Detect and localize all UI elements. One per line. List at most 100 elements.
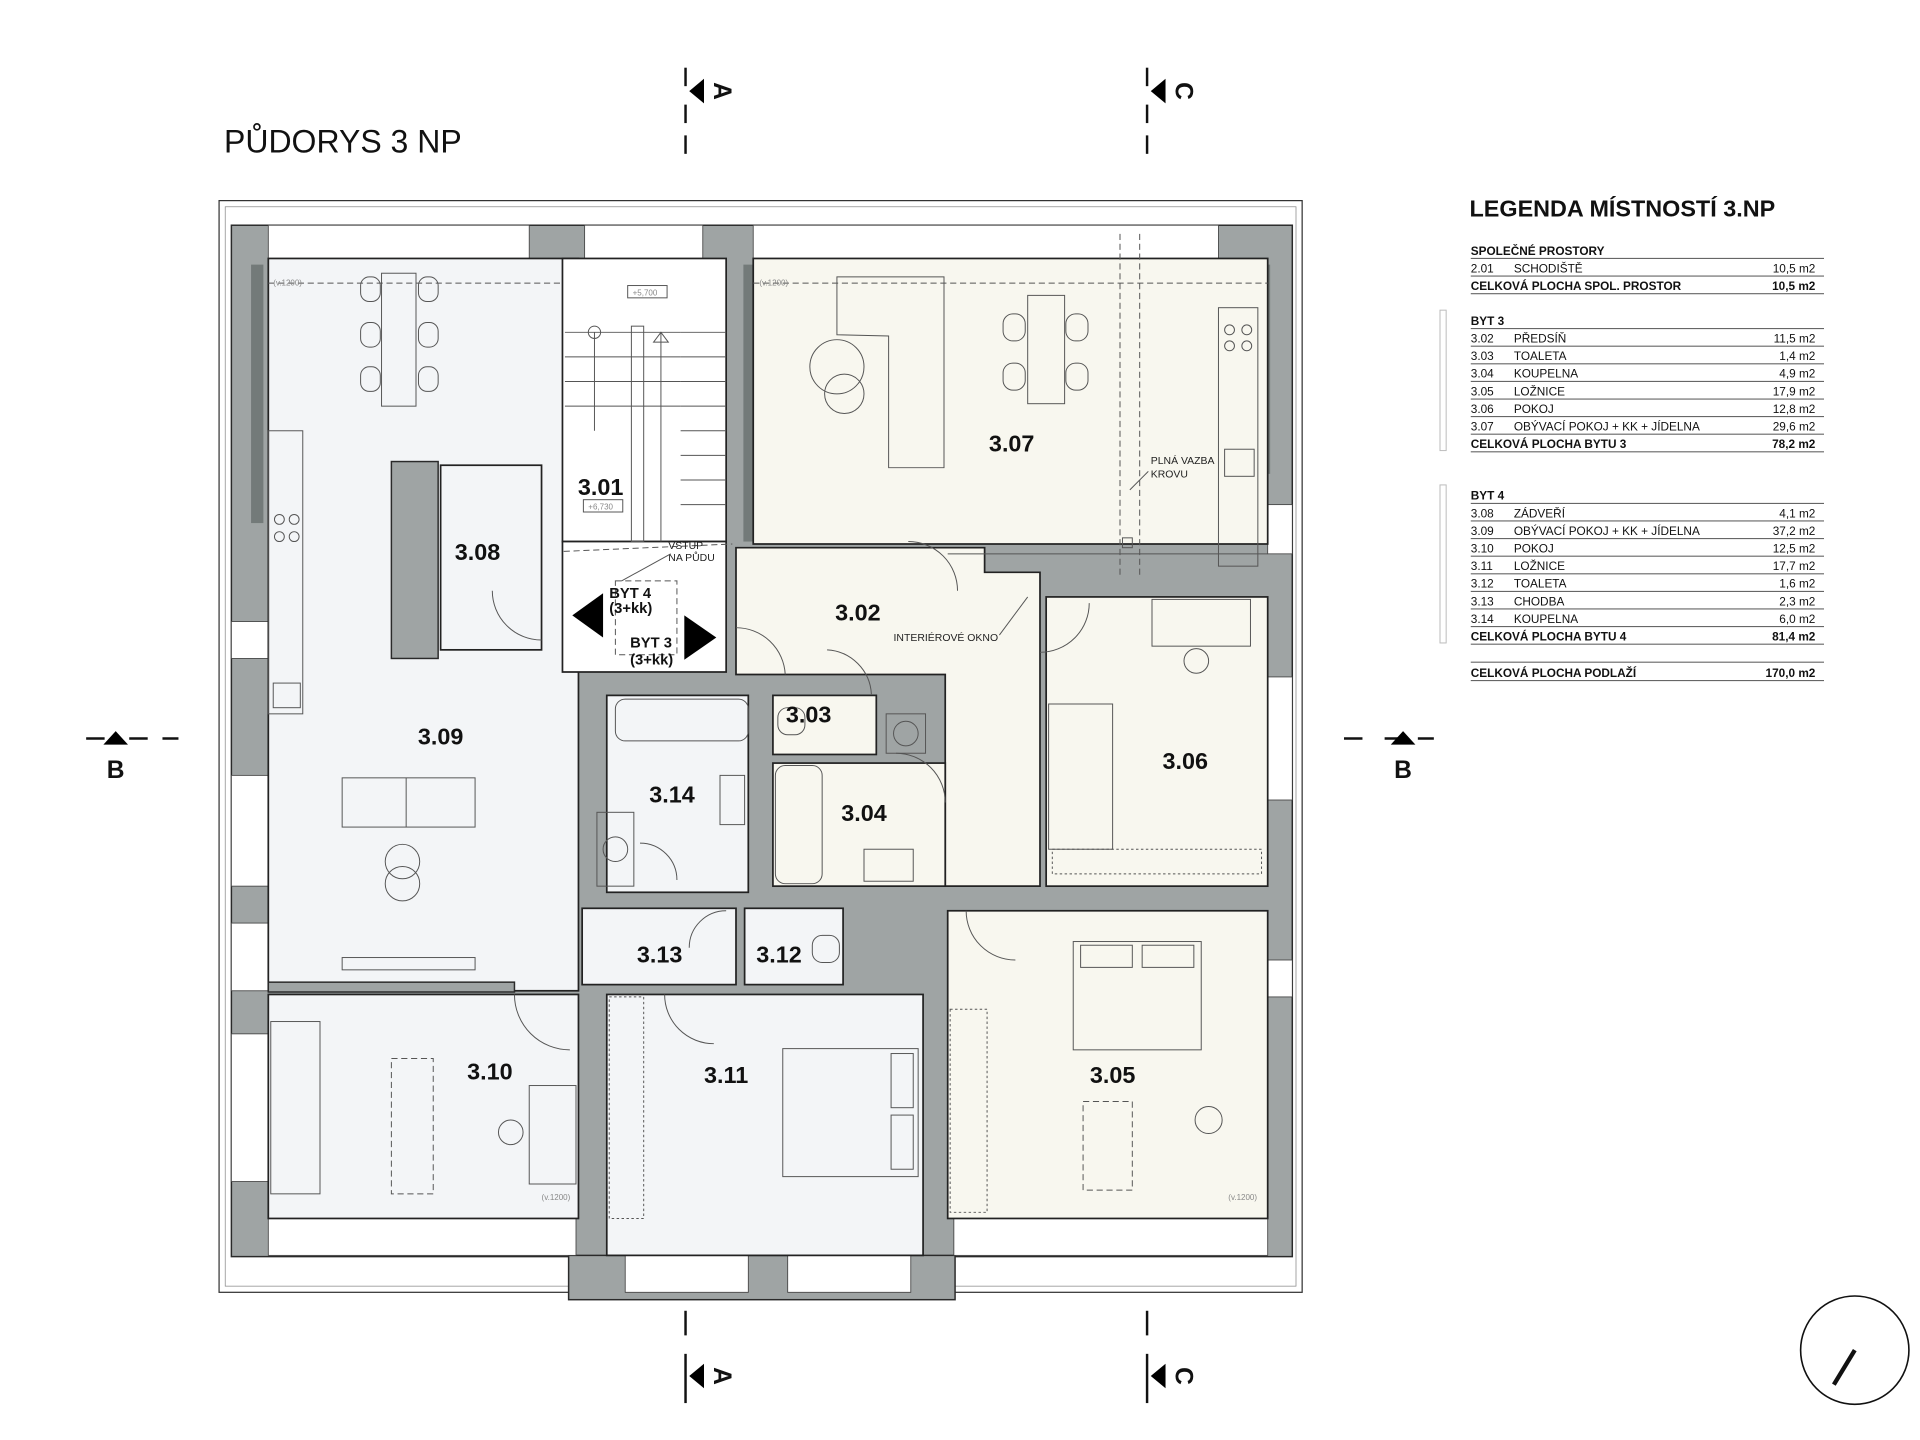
sofa [341,777,476,828]
room-3-03 [772,694,878,756]
legend-room-code: 2.01 [1471,261,1494,275]
room-label: 3.11 [704,1062,748,1088]
legend-room-code: 3.04 [1471,367,1494,381]
legend-total-value: 10,5 m2 [1772,279,1816,293]
section-label-a-bottom: A [708,1367,735,1385]
legend-room-code: 3.06 [1471,402,1494,416]
section-label-b-right: B [1394,757,1412,784]
legend-room-name: LOŽNICE [1514,384,1565,398]
legend-total-label: CELKOVÁ PLOCHA SPOL. PROSTOR [1471,279,1682,293]
room-3-01-stair [561,257,728,543]
wardrobe-3-06 [1051,848,1263,875]
room-label: 3.10 [467,1058,513,1084]
legend-room-code: 3.10 [1471,541,1494,555]
legend-floor-total-value: 170,0 m2 [1766,666,1816,680]
wardrobe-3-05 [949,1008,988,1213]
legend-room-name: OBÝVACÍ POKOJ + KK + JÍDELNA [1514,420,1700,434]
annotations: +5,700 +6,730 VSTUP NA PŮDU BYT 4 (3+kk)… [273,279,1257,1202]
desk-chair-3-06 [1183,648,1210,674]
bathtub-3-14 [614,698,749,742]
legend-total-label: CELKOVÁ PLOCHA BYTU 3 [1471,437,1627,451]
level-mark-top: +5,700 [633,288,658,297]
legend-group-heading: SPOLEČNÉ PROSTORY [1471,244,1605,258]
legend-room-code: 3.11 [1471,559,1493,573]
desk-chair-3-10 [497,1119,524,1146]
bed-3-10 [270,1021,321,1195]
legend-room-area: 6,0 m2 [1779,612,1815,626]
rooms [267,257,1269,1257]
legend-room-name: POKOJ [1514,541,1554,555]
flat-3-type: (3+kk) [630,653,673,669]
legend-floor-total-label: CELKOVÁ PLOCHA PODLAŽÍ [1471,666,1637,680]
room-label: 3.14 [649,781,695,807]
room-label: 3.02 [835,599,881,625]
dining-table [381,272,417,407]
legend-room-name: LOŽNICE [1514,559,1565,573]
section-arrow-icon [689,1363,704,1389]
coffee-table [384,843,421,880]
legend-room-name: CHODBA [1514,594,1565,608]
room-3-14 [605,694,750,894]
room-3-12 [743,907,844,986]
staircase [564,325,727,543]
room-3-10 [267,993,580,1220]
section-label-a-top: A [708,82,735,100]
room-labels: 3.01 3.02 3.03 3.04 3.05 3.06 3.07 3.08 … [418,431,1208,1088]
legend-group-bracket [1439,309,1447,452]
bathtub-3-04 [774,765,823,885]
toilet-3-12 [811,934,840,963]
washbasin-3-04 [863,848,914,882]
sofa-3-07 [836,276,945,469]
legend-room-name: PŘEDSÍŇ [1514,332,1566,346]
washing-machine [596,811,635,887]
attic-entry-label: VSTUP [668,541,703,552]
sill-height-note: (v.1200) [1228,1193,1257,1202]
room-3-08 [439,464,543,651]
dining-chairs-3-07 [1002,313,1089,391]
legend-room-name: KOUPELNA [1514,612,1578,626]
legend-room-code: 3.09 [1471,524,1494,538]
room-label: 3.13 [637,941,683,967]
bed-3-05 [1072,941,1202,1051]
legend-room-code: 3.14 [1471,612,1494,626]
legend-total-value: 81,4 m2 [1772,629,1816,643]
flat-4-label: BYT 4 [609,586,652,602]
legend-room-area: 12,5 m2 [1773,541,1816,555]
section-arrow-icon [689,78,704,104]
legend-room-code: 3.13 [1471,594,1494,608]
north-arrow-icon [1799,1295,1910,1406]
room-label: 3.06 [1162,748,1208,774]
legend-total-label: CELKOVÁ PLOCHA BYTU 4 [1471,629,1627,643]
legend-room-area: 1,6 m2 [1779,577,1815,591]
tv-unit [341,957,476,971]
cooktop-icon [273,513,300,543]
legend-room-area: 17,7 m2 [1773,559,1816,573]
legend-room-name: TOALETA [1514,577,1567,591]
room-3-07 [752,257,1269,545]
section-arrow-icon [1150,1363,1166,1389]
room-label: 3.09 [418,724,464,750]
legend-room-area: 1,4 m2 [1779,349,1815,363]
legend-room-area: 17,9 m2 [1773,384,1816,398]
flat-3-label: BYT 3 [630,635,672,651]
room-3-02 [735,546,1041,888]
level-mark-landing: +6,730 [588,503,613,512]
toilet-3-03 [777,707,806,736]
sill-height-note: (v.1200) [542,1193,571,1202]
room-label: 3.08 [455,539,501,565]
bed-3-06 [1048,703,1114,850]
sill-height-note: (v.1200) [273,279,302,288]
legend-room-area: 12,8 m2 [1773,402,1816,416]
washbasin-3-14 [719,774,746,826]
section-label-c-top: C [1169,82,1196,100]
room-3-13 [581,907,737,986]
sill-height-note: (v.1200) [759,279,788,288]
room-3-11 [605,993,924,1257]
room-label: 3.03 [786,701,832,727]
arrow-right-icon [684,615,717,660]
dining-chairs [360,276,439,392]
legend-room-name: TOALETA [1514,349,1567,363]
arrow-left-icon [572,593,604,638]
legend-room-name: ZÁDVEŘÍ [1514,506,1566,520]
